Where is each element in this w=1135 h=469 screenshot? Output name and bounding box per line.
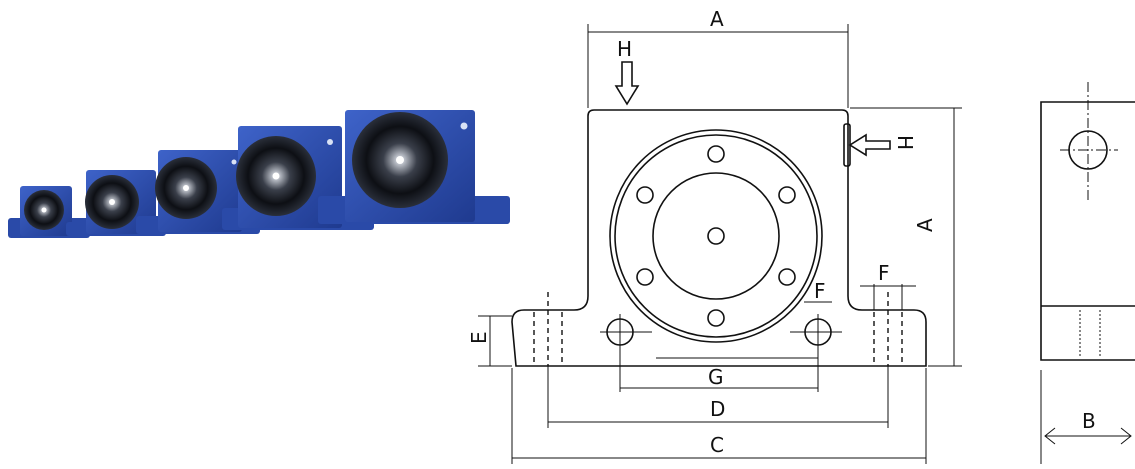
bolt-holes: [636, 145, 796, 327]
dim-label-h-side: H: [893, 135, 917, 150]
arrow-down-icon: [614, 61, 640, 106]
dim-label-f-right: F: [878, 261, 890, 285]
dim-label-d: D: [710, 397, 725, 421]
vibrator-unit-5: [318, 110, 510, 224]
arrow-left-icon: [848, 133, 891, 157]
product-photo: [8, 110, 510, 238]
vibrator-unit-4: [222, 126, 374, 230]
dim-label-f-left: F: [814, 279, 826, 303]
body-outline: [511, 109, 927, 367]
side-view: B: [1040, 82, 1135, 464]
front-view: A H H A: [467, 7, 962, 464]
dim-label-a-side: A: [913, 218, 937, 232]
dim-label-g: G: [708, 365, 724, 389]
dim-label-h-top: H: [617, 37, 632, 61]
dim-label-a-top: A: [710, 7, 724, 31]
dim-label-e: E: [467, 331, 491, 344]
dim-label-c: C: [710, 433, 724, 457]
dim-label-b: B: [1082, 409, 1096, 433]
